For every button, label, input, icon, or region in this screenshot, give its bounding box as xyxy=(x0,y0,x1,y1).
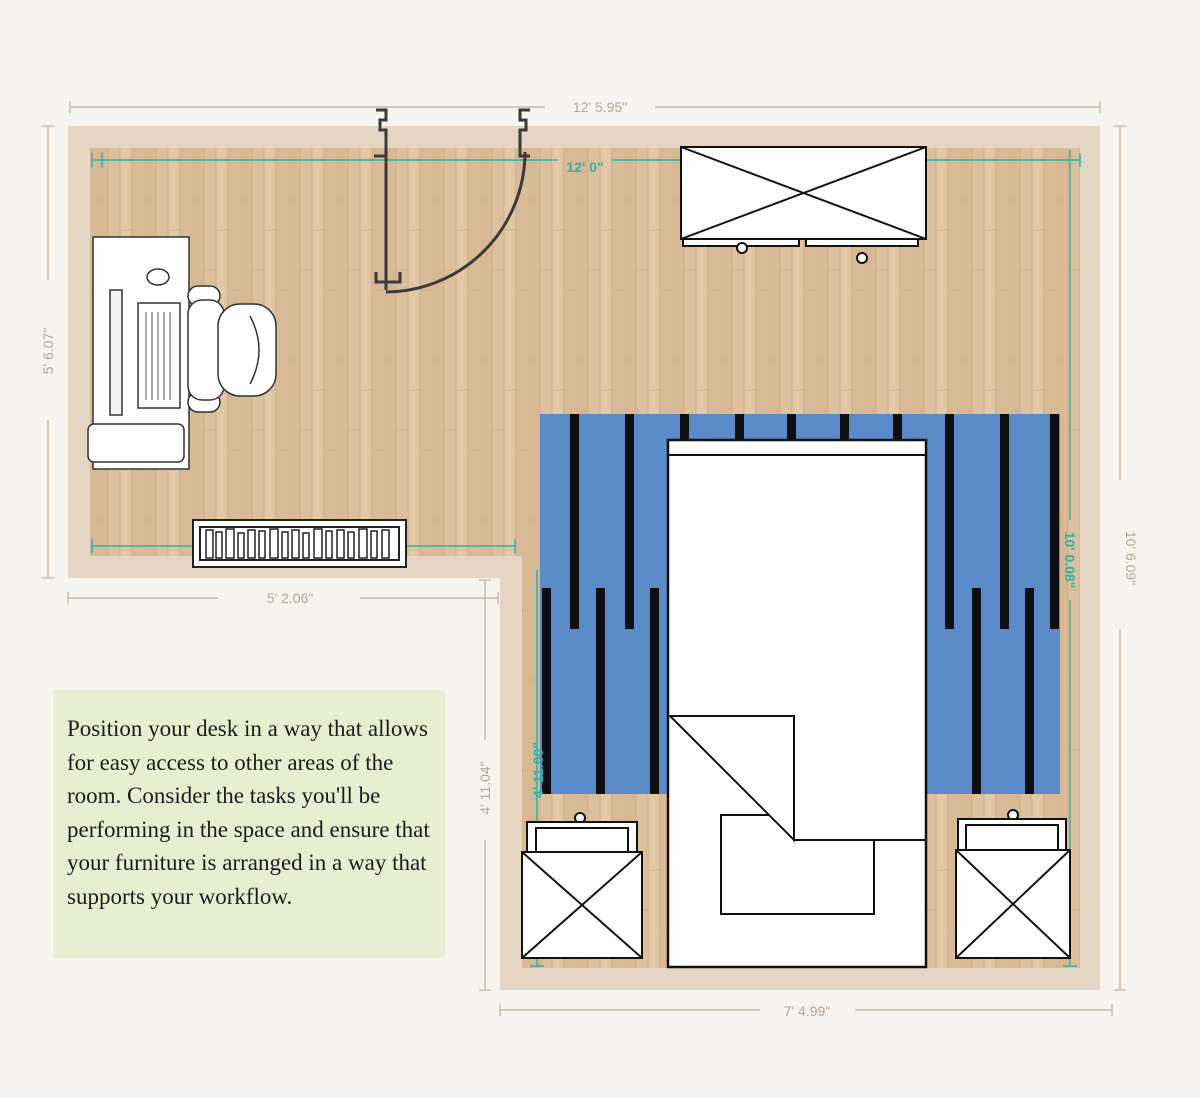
desk xyxy=(87,236,190,470)
dim-bottom-outer: 7' 4.99" xyxy=(784,1003,831,1019)
dresser xyxy=(680,146,927,264)
dim-mid-horizontal: 5' 2.06" xyxy=(267,590,314,606)
bed-pillows xyxy=(667,715,926,915)
dim-right-outer: 10' 6.09" xyxy=(1123,531,1139,585)
design-tip-text: Position your desk in a way that allows … xyxy=(67,716,430,909)
nightstand-left xyxy=(521,812,643,959)
rug-stripes xyxy=(542,414,1059,794)
bed xyxy=(666,438,928,969)
dim-right-inner: 10' 0.08" xyxy=(1062,532,1078,589)
dim-top-outer: 12' 5.95" xyxy=(573,99,627,115)
dim-left-outer: 5' 6.07" xyxy=(40,328,56,375)
dim-rug-vertical: 4' 11.00" xyxy=(530,742,546,798)
design-tip-box: Position your desk in a way that allows … xyxy=(53,690,445,958)
nightstand-right xyxy=(955,809,1071,959)
dim-top-inner: 12' 0" xyxy=(566,159,603,175)
dim-lower-left-vertical: 4' 11.04" xyxy=(477,761,493,814)
door xyxy=(374,108,530,294)
office-chair xyxy=(187,285,277,413)
bookshelf xyxy=(192,519,407,568)
dimension-lines xyxy=(42,101,1126,1016)
